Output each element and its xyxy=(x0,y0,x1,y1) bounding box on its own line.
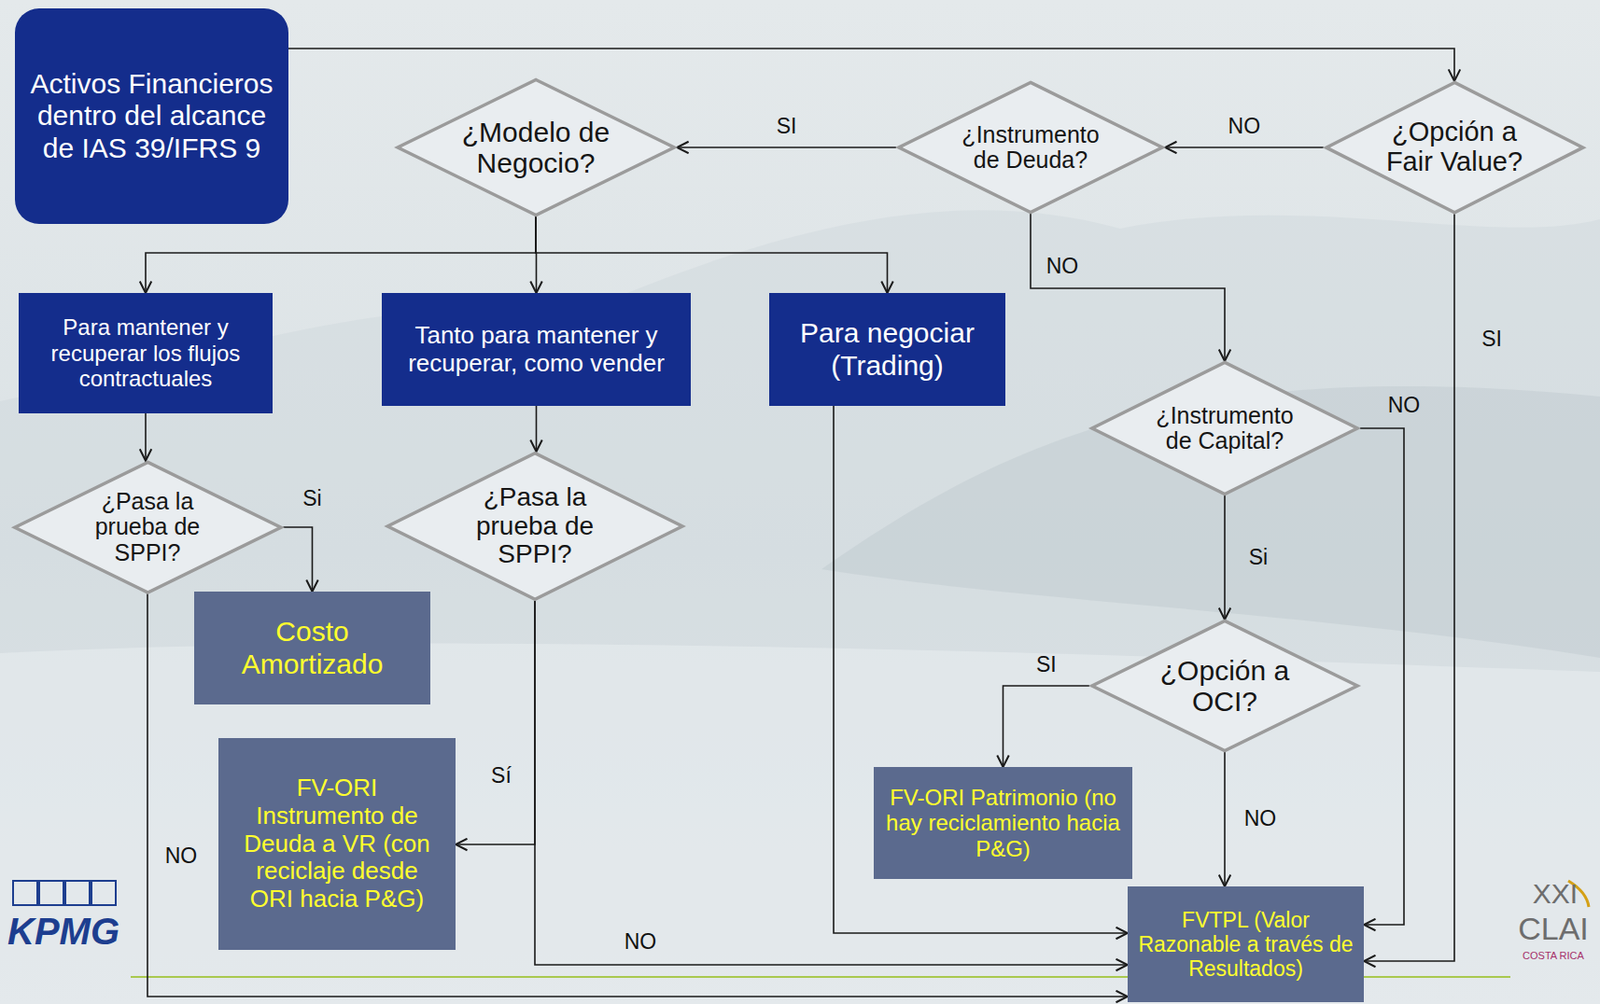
edge-label-holder: SI xyxy=(776,114,798,139)
edge-label-holder: Si xyxy=(1249,546,1268,570)
edge-label-holder: SI xyxy=(1481,327,1502,351)
node-text: Para mantener y recuperar los flujos con… xyxy=(26,314,266,392)
connector xyxy=(1223,495,1226,620)
node-text: ¿Pasa la prueba de SPPI? xyxy=(86,489,209,567)
edge-label: SI xyxy=(1481,327,1502,351)
logo-text: XXI xyxy=(1532,879,1578,910)
edge-label: Si xyxy=(1249,546,1268,570)
edge-label-holder: NO xyxy=(165,844,198,869)
connector xyxy=(144,413,147,462)
node-text: Costo Amortizado xyxy=(203,616,422,680)
node-text: Tanto para mantener y recuperar, como ve… xyxy=(394,322,678,378)
edge-label: NO xyxy=(1046,254,1080,279)
edge-label: NO xyxy=(1228,114,1262,139)
logo-text-holder: XXI xyxy=(1532,879,1578,910)
result-box: FVTPL (Valor Razonable a través de Resul… xyxy=(1127,886,1364,1003)
logo-squares xyxy=(13,881,116,906)
connector xyxy=(288,48,1455,82)
edge-label-holder: NO xyxy=(624,930,658,955)
edge-label-holder: NO xyxy=(1244,807,1278,831)
decision-diamond: ¿Opción a Fair Value? xyxy=(1323,81,1586,214)
edge-label: Sí xyxy=(491,764,512,788)
edge-label: NO xyxy=(1244,807,1278,831)
connector xyxy=(1164,146,1324,149)
decision-diamond: ¿Opción a OCI? xyxy=(1089,619,1361,753)
connector xyxy=(1363,213,1455,962)
decision-diamond: ¿Instrumento de Deuda? xyxy=(896,81,1165,214)
diamond-shape xyxy=(14,462,281,593)
node-text: Activos Financieros dentro del alcance d… xyxy=(29,68,274,165)
node-text: ¿Modelo de Negocio? xyxy=(447,116,625,179)
category-box: Tanto para mantener y recuperar, como ve… xyxy=(381,293,691,407)
node-text: ¿Opción a OCI? xyxy=(1154,655,1295,717)
result-box: Costo Amortizado xyxy=(194,591,431,705)
edge-label: SI xyxy=(776,114,798,139)
node-text: ¿Instrumento de Deuda? xyxy=(951,122,1110,174)
logo-text-holder: CLAI xyxy=(1517,912,1589,947)
diamond-shape xyxy=(387,453,683,601)
category-box: Para negociar (Trading) xyxy=(769,293,1006,407)
connector xyxy=(1223,752,1226,887)
diamond-shape xyxy=(898,82,1163,212)
connector xyxy=(535,216,888,294)
decision-diamond: ¿Pasa la prueba de SPPI? xyxy=(12,461,284,594)
hill-shape xyxy=(0,210,1600,1004)
edge-label: NO xyxy=(624,930,658,955)
edge-label-holder: NO xyxy=(1388,393,1421,418)
connector xyxy=(535,406,538,452)
logo-caption-holder: COSTA RICA xyxy=(1522,950,1585,962)
node-text: ¿Instrumento de Capital? xyxy=(1145,403,1305,455)
logo-text: KPMG xyxy=(7,912,120,952)
node-text: FV-ORI Patrimonio (no hay reciclamiento … xyxy=(884,785,1122,862)
node-text: FVTPL (Valor Razonable a través de Resul… xyxy=(1136,908,1355,983)
edge-label-holder: SI xyxy=(1036,653,1057,677)
decision-diamond: ¿Instrumento de Capital? xyxy=(1089,361,1361,496)
logo-text: CLAI xyxy=(1517,912,1589,947)
decision-diamond: ¿Modelo de Negocio? xyxy=(394,78,677,217)
diamond-shape xyxy=(1326,82,1584,212)
edge-label: NO xyxy=(1388,393,1421,418)
edge-label-holder: NO xyxy=(1046,254,1080,279)
node-text: Para negociar (Trading) xyxy=(778,317,997,381)
category-box: Para mantener y recuperar los flujos con… xyxy=(18,293,273,414)
diamond-shape xyxy=(1092,620,1358,751)
node-text: ¿Opción a Fair Value? xyxy=(1379,117,1530,178)
connector xyxy=(676,146,897,149)
hill-shape xyxy=(821,386,1600,659)
diamond-shape xyxy=(1092,362,1358,494)
edge-label-holder: Sí xyxy=(491,764,512,788)
edge-label: SI xyxy=(1036,653,1057,677)
connector xyxy=(455,601,535,845)
connector xyxy=(1003,686,1091,768)
edge-label-holder: NO xyxy=(1228,114,1262,139)
connector xyxy=(282,527,312,592)
connector xyxy=(147,593,1128,997)
result-box: FV-ORI Patrimonio (no hay reciclamiento … xyxy=(873,767,1133,880)
edge-label: NO xyxy=(165,844,198,869)
start-box: Activos Financieros dentro del alcance d… xyxy=(14,8,289,225)
connector xyxy=(1360,428,1404,926)
node-text: FV-ORI Instrumento de Deuda a VR (con re… xyxy=(235,774,439,913)
edge-label: Si xyxy=(302,487,322,511)
logo-caption: COSTA RICA xyxy=(1522,950,1585,962)
node-text: ¿Pasa la prueba de SPPI? xyxy=(469,483,601,570)
diamond-shape xyxy=(397,79,674,215)
edge-label-holder: Si xyxy=(302,487,322,511)
decision-diamond: ¿Pasa la prueba de SPPI? xyxy=(384,451,686,602)
connector xyxy=(1030,213,1225,362)
logo-text-holder: KPMG xyxy=(7,912,120,952)
connector xyxy=(145,216,536,294)
result-box: FV-ORI Instrumento de Deuda a VR (con re… xyxy=(218,738,456,951)
